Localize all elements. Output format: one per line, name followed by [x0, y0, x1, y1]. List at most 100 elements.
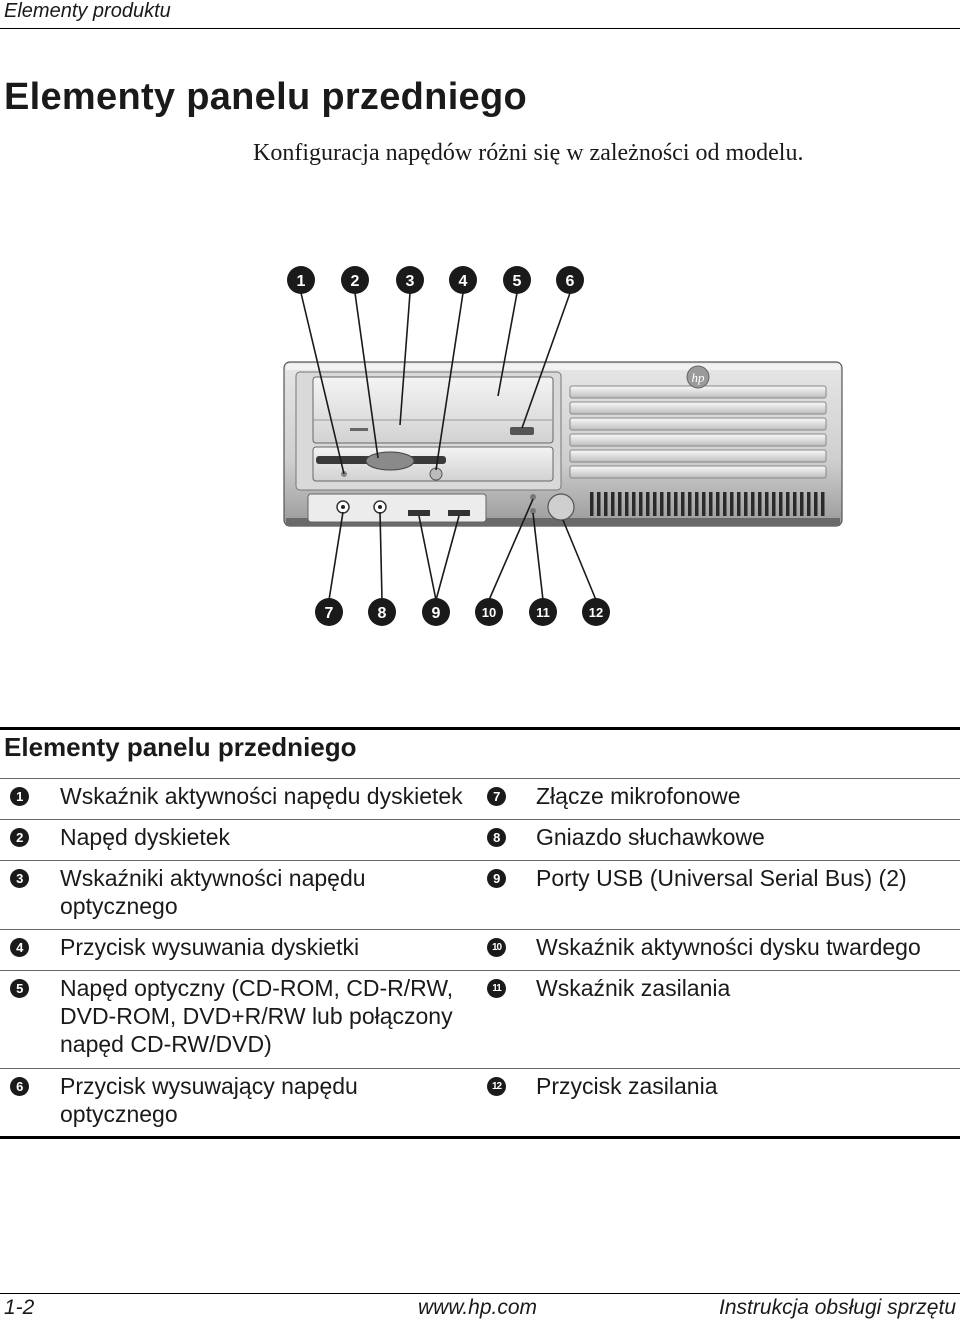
- table-cell: Napęd optyczny (CD-ROM, CD-R/RW, DVD-ROM…: [60, 974, 453, 1058]
- cell-line: Wskaźnik zasilania: [536, 975, 731, 1001]
- vent-slot: [758, 492, 762, 516]
- vent-slot: [660, 492, 664, 516]
- svg-text:6: 6: [566, 273, 575, 290]
- cell-line: Porty USB (Universal Serial Bus) (2): [536, 865, 907, 891]
- row-number-badge: 1: [10, 787, 29, 806]
- table-divider: [0, 929, 960, 930]
- svg-text:8: 8: [378, 605, 387, 622]
- callouts-top: 1 2 3 4 5 6: [287, 266, 584, 294]
- table-cell: Wskaźniki aktywności napędu optycznego: [60, 864, 366, 920]
- vent-slot: [723, 492, 727, 516]
- header-divider: [0, 28, 960, 29]
- vent-slot: [681, 492, 685, 516]
- vent-slot: [765, 492, 769, 516]
- row-number-badge: 5: [10, 979, 29, 998]
- callout-4: 4: [449, 266, 477, 294]
- svg-text:11: 11: [536, 605, 550, 620]
- vent-slot: [632, 492, 636, 516]
- callout-9: 9: [422, 598, 450, 626]
- cell-line: optycznego: [60, 893, 178, 919]
- row-number-badge: 6: [10, 1077, 29, 1096]
- vent-slot: [590, 492, 594, 516]
- svg-text:2: 2: [351, 273, 360, 290]
- row-number-badge: 9: [487, 869, 506, 888]
- row-number-badge: 11: [487, 979, 506, 998]
- cell-line: Przycisk wysuwający napędu: [60, 1073, 358, 1099]
- table-cell: Napęd dyskietek: [60, 823, 230, 851]
- vent-slot: [604, 492, 608, 516]
- svg-text:5: 5: [513, 273, 522, 290]
- port-panel: [307, 493, 575, 523]
- vent-slot: [793, 492, 797, 516]
- cell-line: Złącze mikrofonowe: [536, 783, 741, 809]
- svg-text:9: 9: [432, 605, 441, 622]
- table-cell: Wskaźnik zasilania: [536, 974, 730, 1002]
- table-bottom-border: [0, 1136, 960, 1139]
- vent-slot: [695, 492, 699, 516]
- table-cell: Wskaźnik aktywności dysku twardego: [536, 933, 921, 961]
- section-label: Elementy produktu: [4, 0, 171, 22]
- vent-slot: [646, 492, 650, 516]
- vent-slot: [751, 492, 755, 516]
- callout-10: 10: [475, 598, 503, 626]
- cell-line: Przycisk wysuwania dyskietki: [60, 934, 360, 960]
- table-cell: Przycisk zasilania: [536, 1072, 718, 1100]
- page-number: 1-2: [4, 1296, 35, 1319]
- cell-line: Napęd optyczny (CD-ROM, CD-R/RW,: [60, 975, 454, 1001]
- vent-slot: [625, 492, 629, 516]
- vent-slot: [772, 492, 776, 516]
- svg-text:hp: hp: [692, 370, 706, 385]
- table-cell: Przycisk wysuwania dyskietki: [60, 933, 359, 961]
- svg-text:7: 7: [325, 605, 334, 622]
- table-divider: [0, 819, 960, 820]
- callout-11: 11: [529, 598, 557, 626]
- cell-line: DVD-ROM, DVD+R/RW lub połączony: [60, 1003, 453, 1029]
- subtitle: Konfiguracja napędów różni się w zależno…: [253, 140, 804, 166]
- table-title: Elementy panelu przedniego: [4, 732, 357, 762]
- row-number-badge: 7: [487, 787, 506, 806]
- vent-slot: [688, 492, 692, 516]
- vent-slot: [814, 492, 818, 516]
- table-divider: [0, 778, 960, 779]
- row-number-badge: 3: [10, 869, 29, 888]
- cell-line: Wskaźniki aktywności napędu: [60, 865, 366, 891]
- callouts-bottom: 7 8 9 10 11 12: [315, 598, 610, 626]
- front-vents: [569, 385, 827, 516]
- document-title: Instrukcja obsługi sprzętu: [719, 1296, 956, 1319]
- footer-divider: [0, 1293, 960, 1294]
- vent-slot: [786, 492, 790, 516]
- callout-7: 7: [315, 598, 343, 626]
- vent-slot: [611, 492, 615, 516]
- vent-slot: [639, 492, 643, 516]
- svg-text:10: 10: [482, 605, 496, 620]
- footer-url-link[interactable]: www.hp.com: [418, 1296, 538, 1319]
- computer-front-panel-illustration: hp 1 2 3 4 5 6 7 8 9 10 11 12: [283, 266, 843, 626]
- svg-text:12: 12: [589, 605, 603, 620]
- vent-slot: [807, 492, 811, 516]
- table-cell: Porty USB (Universal Serial Bus) (2): [536, 864, 907, 892]
- vent-slot: [702, 492, 706, 516]
- svg-text:4: 4: [459, 273, 468, 290]
- cell-line: optycznego: [60, 1101, 178, 1127]
- vent-slot: [618, 492, 622, 516]
- callout-2: 2: [341, 266, 369, 294]
- table-cell: Złącze mikrofonowe: [536, 782, 741, 810]
- svg-text:1: 1: [297, 273, 306, 290]
- cell-line: Wskaźnik aktywności napędu dyskietek: [60, 783, 463, 809]
- vent-slot: [730, 492, 734, 516]
- table-cell: Gniazdo słuchawkowe: [536, 823, 765, 851]
- row-number-badge: 8: [487, 828, 506, 847]
- cell-line: Przycisk zasilania: [536, 1073, 718, 1099]
- row-number-badge: 12: [487, 1077, 506, 1096]
- table-divider: [0, 1068, 960, 1069]
- callout-6: 6: [556, 266, 584, 294]
- vent-slot: [597, 492, 601, 516]
- row-number-badge: 4: [10, 938, 29, 957]
- svg-text:3: 3: [406, 273, 415, 290]
- vent-slot: [821, 492, 825, 516]
- vent-slot: [716, 492, 720, 516]
- callout-3: 3: [396, 266, 424, 294]
- cell-line: napęd CD-RW/DVD): [60, 1031, 272, 1057]
- callout-8: 8: [368, 598, 396, 626]
- drive-bay-area: [295, 371, 562, 491]
